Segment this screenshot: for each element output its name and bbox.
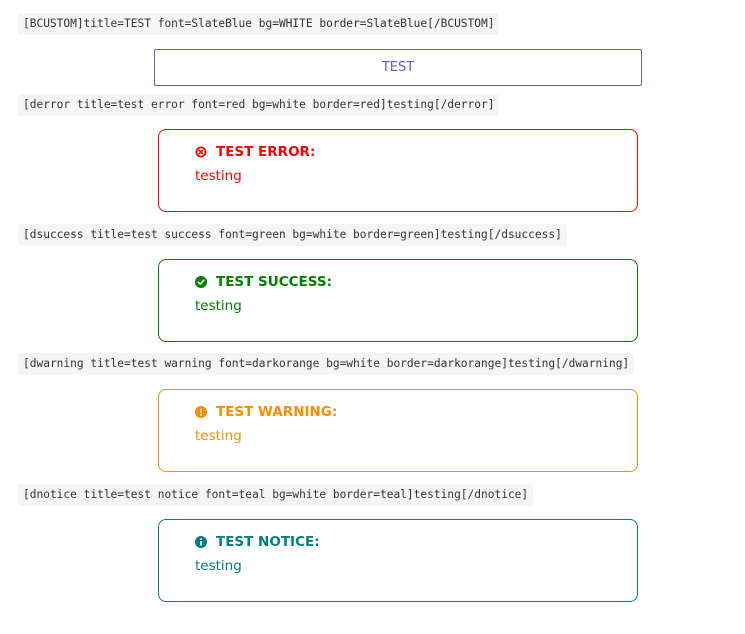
times-circle-icon [195, 146, 207, 158]
exclamation-circle-icon [195, 406, 207, 418]
bcustom-code-snippet: [BCUSTOM]title=TEST font=SlateBlue bg=WH… [18, 13, 500, 35]
warning-box-title-row: TEST WARNING: [195, 404, 337, 420]
warning-box-title: TEST WARNING: [216, 404, 338, 420]
dnotice-code-snippet: [dnotice title=test notice font=teal bg=… [18, 484, 534, 506]
error-box-body: testing [195, 168, 242, 184]
success-box: TEST SUCCESS: testing [158, 259, 638, 342]
success-box-body: testing [195, 298, 242, 314]
warning-box-body: testing [195, 428, 242, 444]
error-box-title-row: TEST ERROR: [195, 144, 315, 160]
custom-box: TEST [154, 49, 642, 86]
info-circle-icon [195, 536, 207, 548]
custom-box-title: TEST [381, 60, 415, 75]
error-box: TEST ERROR: testing [158, 129, 638, 212]
dsuccess-code-snippet: [dsuccess title=test success font=green … [18, 224, 567, 246]
dwarning-code-snippet: [dwarning title=test warning font=darkor… [18, 353, 635, 375]
derror-code-snippet: [derror title=test error font=red bg=whi… [18, 94, 500, 116]
check-circle-icon [195, 276, 207, 288]
notice-box: TEST NOTICE: testing [158, 519, 638, 602]
notice-box-title: TEST NOTICE: [216, 534, 320, 550]
success-box-title-row: TEST SUCCESS: [195, 274, 332, 290]
success-box-title: TEST SUCCESS: [216, 274, 333, 290]
notice-box-title-row: TEST NOTICE: [195, 534, 320, 550]
error-box-title: TEST ERROR: [216, 144, 316, 160]
warning-box: TEST WARNING: testing [158, 389, 638, 472]
notice-box-body: testing [195, 558, 242, 574]
